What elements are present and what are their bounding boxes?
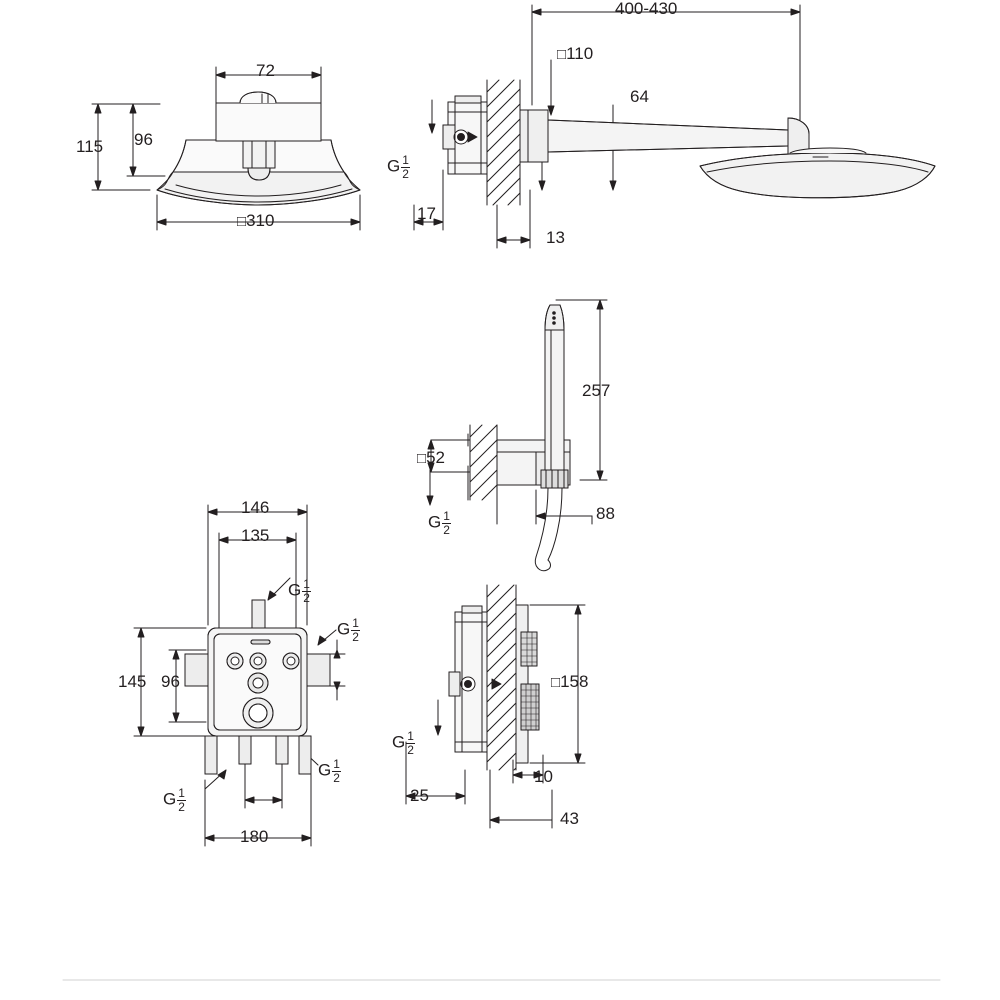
thermostat-connections [184, 599, 331, 775]
dim-96 [126, 103, 166, 177]
dim-label-146: 146 [241, 498, 270, 517]
dim-400-430 [531, 4, 801, 121]
square-symbol-310: □ [237, 213, 247, 230]
dim-label-400-430: 400-430 [615, 0, 678, 18]
wall-hatch-top [486, 79, 521, 206]
dim-label-145: 145 [118, 672, 147, 691]
frac-den-holder: 2 [443, 522, 450, 537]
dim-180 [204, 759, 312, 847]
dim-label-72: 72 [256, 61, 275, 80]
frac-num-top: 1 [302, 577, 311, 592]
g-letter-br: G [318, 760, 332, 780]
dim-52 [427, 439, 471, 473]
dim-label-257: 257 [582, 381, 611, 400]
dim-label-64: 64 [630, 87, 649, 106]
dim-158 [529, 604, 586, 764]
dim-label-10: 10 [534, 767, 553, 786]
dim-label-180: 180 [240, 827, 269, 846]
frac-den-section: 2 [407, 742, 414, 757]
dim-135 [218, 532, 297, 631]
frac-den-br: 2 [333, 770, 340, 785]
dim-g-half-section [434, 699, 442, 736]
dim-right-ticks [329, 639, 346, 701]
g-letter-section: G [392, 732, 406, 752]
dim-115 [91, 103, 161, 191]
dim-label-310: □310 [237, 212, 274, 229]
dim-value-110: 110 [566, 44, 594, 63]
square-symbol-52: □ [417, 450, 427, 467]
thermostat-trim-section [515, 604, 540, 764]
dim-g-half-arm [428, 99, 436, 134]
dim-96 [168, 649, 207, 723]
dim-g-half-holder [426, 469, 434, 506]
thermostat-plate [207, 627, 308, 737]
g-letter-top: G [288, 580, 302, 600]
shower-arm-rosette [519, 109, 549, 163]
frac-num-bl: 1 [177, 786, 186, 801]
wall-hatch-bottom [486, 584, 517, 771]
wall-fitting-body [442, 95, 488, 175]
dim-label-158: □158 [551, 673, 588, 690]
dim-label-96-plate: 96 [161, 672, 180, 691]
dim-145 [133, 627, 207, 737]
frac-num-section: 1 [406, 729, 415, 744]
dim-72 [215, 66, 322, 104]
shower-hose [534, 487, 563, 572]
g-letter-bl: G [163, 789, 177, 809]
hand-shower [540, 304, 569, 489]
dim-146 [207, 504, 308, 626]
dim-value-158: 158 [560, 672, 589, 691]
dim-g-half-top [267, 577, 291, 601]
frac-den-arm: 2 [402, 166, 409, 181]
leader-head-face [609, 149, 617, 191]
frac-den-top: 2 [303, 590, 310, 605]
dim-257 [555, 299, 608, 481]
frac-num-right: 1 [351, 616, 360, 631]
dim-25 [405, 741, 466, 805]
dim-label-43: 43 [560, 809, 579, 828]
dim-110 [547, 59, 555, 116]
wall-hatch-middle [469, 424, 498, 501]
head-shower-side [699, 147, 936, 199]
g-letter-right: G [337, 619, 351, 639]
g-letter-arm: G [387, 156, 401, 176]
dim-label-52: □52 [417, 449, 445, 466]
dim-label-88: 88 [596, 504, 615, 523]
dim-label-13: 13 [546, 228, 565, 247]
dim-13 [496, 189, 531, 249]
concealed-body-section [448, 605, 502, 753]
dim-label-135: 135 [241, 526, 270, 545]
frac-num-arm: 1 [401, 153, 410, 168]
dim-label-110: □110 [557, 45, 593, 62]
dim-label-25: 25 [410, 786, 429, 805]
dim-g-half-right [317, 629, 337, 646]
square-symbol-158: □ [551, 674, 561, 691]
square-symbol-110: □ [557, 46, 567, 63]
shower-arm [547, 117, 810, 167]
dim-label-115: 115 [76, 137, 104, 156]
dim-43 [489, 769, 553, 829]
dim-17 [413, 169, 444, 231]
frac-den-right: 2 [352, 629, 359, 644]
frac-num-holder: 1 [442, 509, 451, 524]
dim-g-half-bottom-left [204, 769, 227, 790]
dim-10 [512, 754, 544, 784]
dim-value-310: 310 [246, 211, 275, 230]
g-letter-holder: G [428, 512, 442, 532]
frac-num-br: 1 [332, 757, 341, 772]
head-shower-mount [215, 91, 322, 181]
dim-value-52: 52 [426, 448, 445, 467]
dim-label-96: 96 [134, 130, 153, 149]
dim-310 [156, 194, 361, 231]
dim-label-17: 17 [417, 204, 436, 223]
frac-den-bl: 2 [178, 799, 185, 814]
